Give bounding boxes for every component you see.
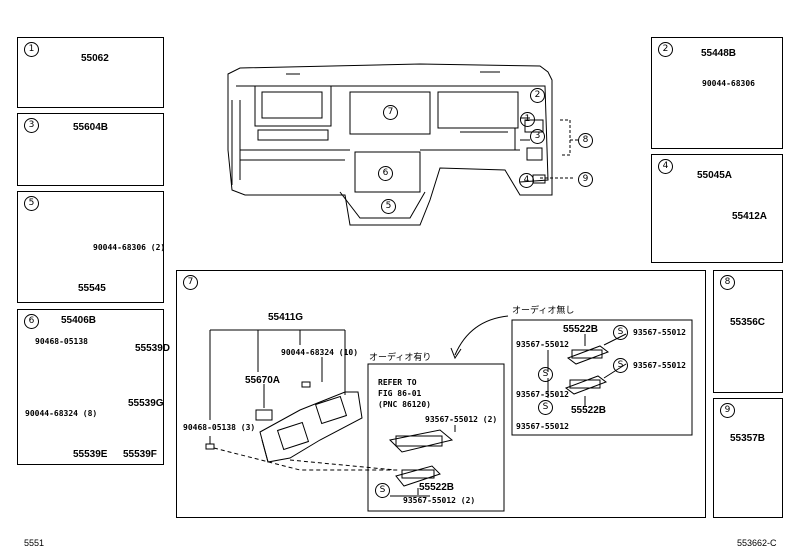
part-number: 55604B (73, 122, 109, 133)
with-audio-label: オーディオ有り (369, 353, 432, 363)
callout-4: 4 (519, 173, 534, 188)
part-box-7: 7 55411G 90044-68324 (10) 55670A 90468-0… (176, 270, 706, 518)
screw-number: 90044-68306 (702, 79, 755, 88)
part-box-5: 5 90044-68306 (2) 55545 (17, 191, 166, 303)
callout-7: 7 (383, 105, 398, 120)
part-number-2: 55670A (245, 375, 281, 386)
footer-right-code: 553662-C (737, 538, 777, 548)
index-marker: 7 (183, 275, 198, 290)
inner-screw-number: 93567-55012 (2) (425, 415, 498, 424)
s-mark: S (538, 367, 553, 382)
right-screw-3: 93567-55012 (633, 361, 686, 370)
right-part-bottom: 55522B (571, 405, 607, 416)
refer-line-1: REFER TO (378, 378, 417, 387)
part-box-8: 8 55356C (713, 270, 783, 393)
part-box-2: 2 55448B 90044-68306 (651, 37, 783, 149)
dashboard-outline (227, 63, 553, 226)
callout-1: 1 (520, 112, 535, 127)
refer-line-2: FIG 86-01 (378, 389, 422, 398)
index-marker: 6 (24, 314, 39, 329)
s-mark: S (613, 325, 628, 340)
inner-part-number: 55522B (419, 482, 455, 493)
part-box-6: 6 55406B 90468-05138 90044-68324 (8) 555… (17, 309, 170, 465)
part-number-b: 55412A (732, 211, 768, 222)
part-number: 55411G (268, 312, 304, 323)
part-box-3: 3 55604B (17, 113, 164, 186)
part-number: 55357B (730, 433, 766, 444)
callout-5: 5 (381, 199, 396, 214)
callout-2: 2 (530, 88, 545, 103)
part-number: 55356C (730, 317, 766, 328)
index-marker: 9 (720, 403, 735, 418)
index-marker: 1 (24, 42, 39, 57)
part-number-g: 55539G (128, 398, 164, 409)
index-marker: 3 (24, 118, 39, 133)
no-audio-label: オーディオ無し (512, 306, 575, 316)
right-screw-1: 93567-55012 (633, 328, 686, 337)
index-marker: 5 (24, 196, 39, 211)
callout-8: 8 (578, 133, 593, 148)
index-marker: 4 (658, 159, 673, 174)
screw-number: 90044-68324 (8) (25, 409, 98, 418)
part-number: 55545 (78, 283, 106, 294)
part-number: 55062 (81, 53, 109, 64)
right-screw-2: 93567-55012 (516, 340, 569, 349)
right-screw-4: 93567-55012 (516, 390, 569, 399)
part-number-a: 55045A (697, 170, 733, 181)
part-number: 55448B (701, 48, 737, 59)
part-box-4: 4 55045A 55412A (651, 154, 783, 263)
s-mark: S (613, 358, 628, 373)
part-number: 55406B (61, 315, 97, 326)
callout-9: 9 (578, 172, 593, 187)
index-marker: 8 (720, 275, 735, 290)
inner-screw-number-2: 93567-55012 (2) (403, 496, 476, 505)
right-screw-5: 93567-55012 (516, 422, 569, 431)
screw-number: 90044-68324 (10) (281, 348, 359, 357)
part-box-9: 9 55357B (713, 398, 783, 518)
clip-number: 90468-05138 (3) (183, 423, 256, 432)
s-mark: S (375, 483, 390, 498)
right-part-top: 55522B (563, 324, 599, 335)
footer-left-code: 5551 (24, 538, 45, 548)
part-number-e: 55539E (73, 449, 108, 460)
callout-3: 3 (530, 129, 545, 144)
s-mark: S (538, 400, 553, 415)
part-number-d: 55539D (135, 343, 171, 354)
index-marker: 2 (658, 42, 673, 57)
callout-6: 6 (378, 166, 393, 181)
part-box-1: 1 55062 (17, 37, 164, 108)
clip-number: 90468-05138 (35, 337, 88, 346)
refer-line-3: (PNC 86120) (378, 400, 431, 409)
part-number-f: 55539F (123, 449, 157, 460)
screw-number: 90044-68306 (2) (93, 243, 166, 252)
